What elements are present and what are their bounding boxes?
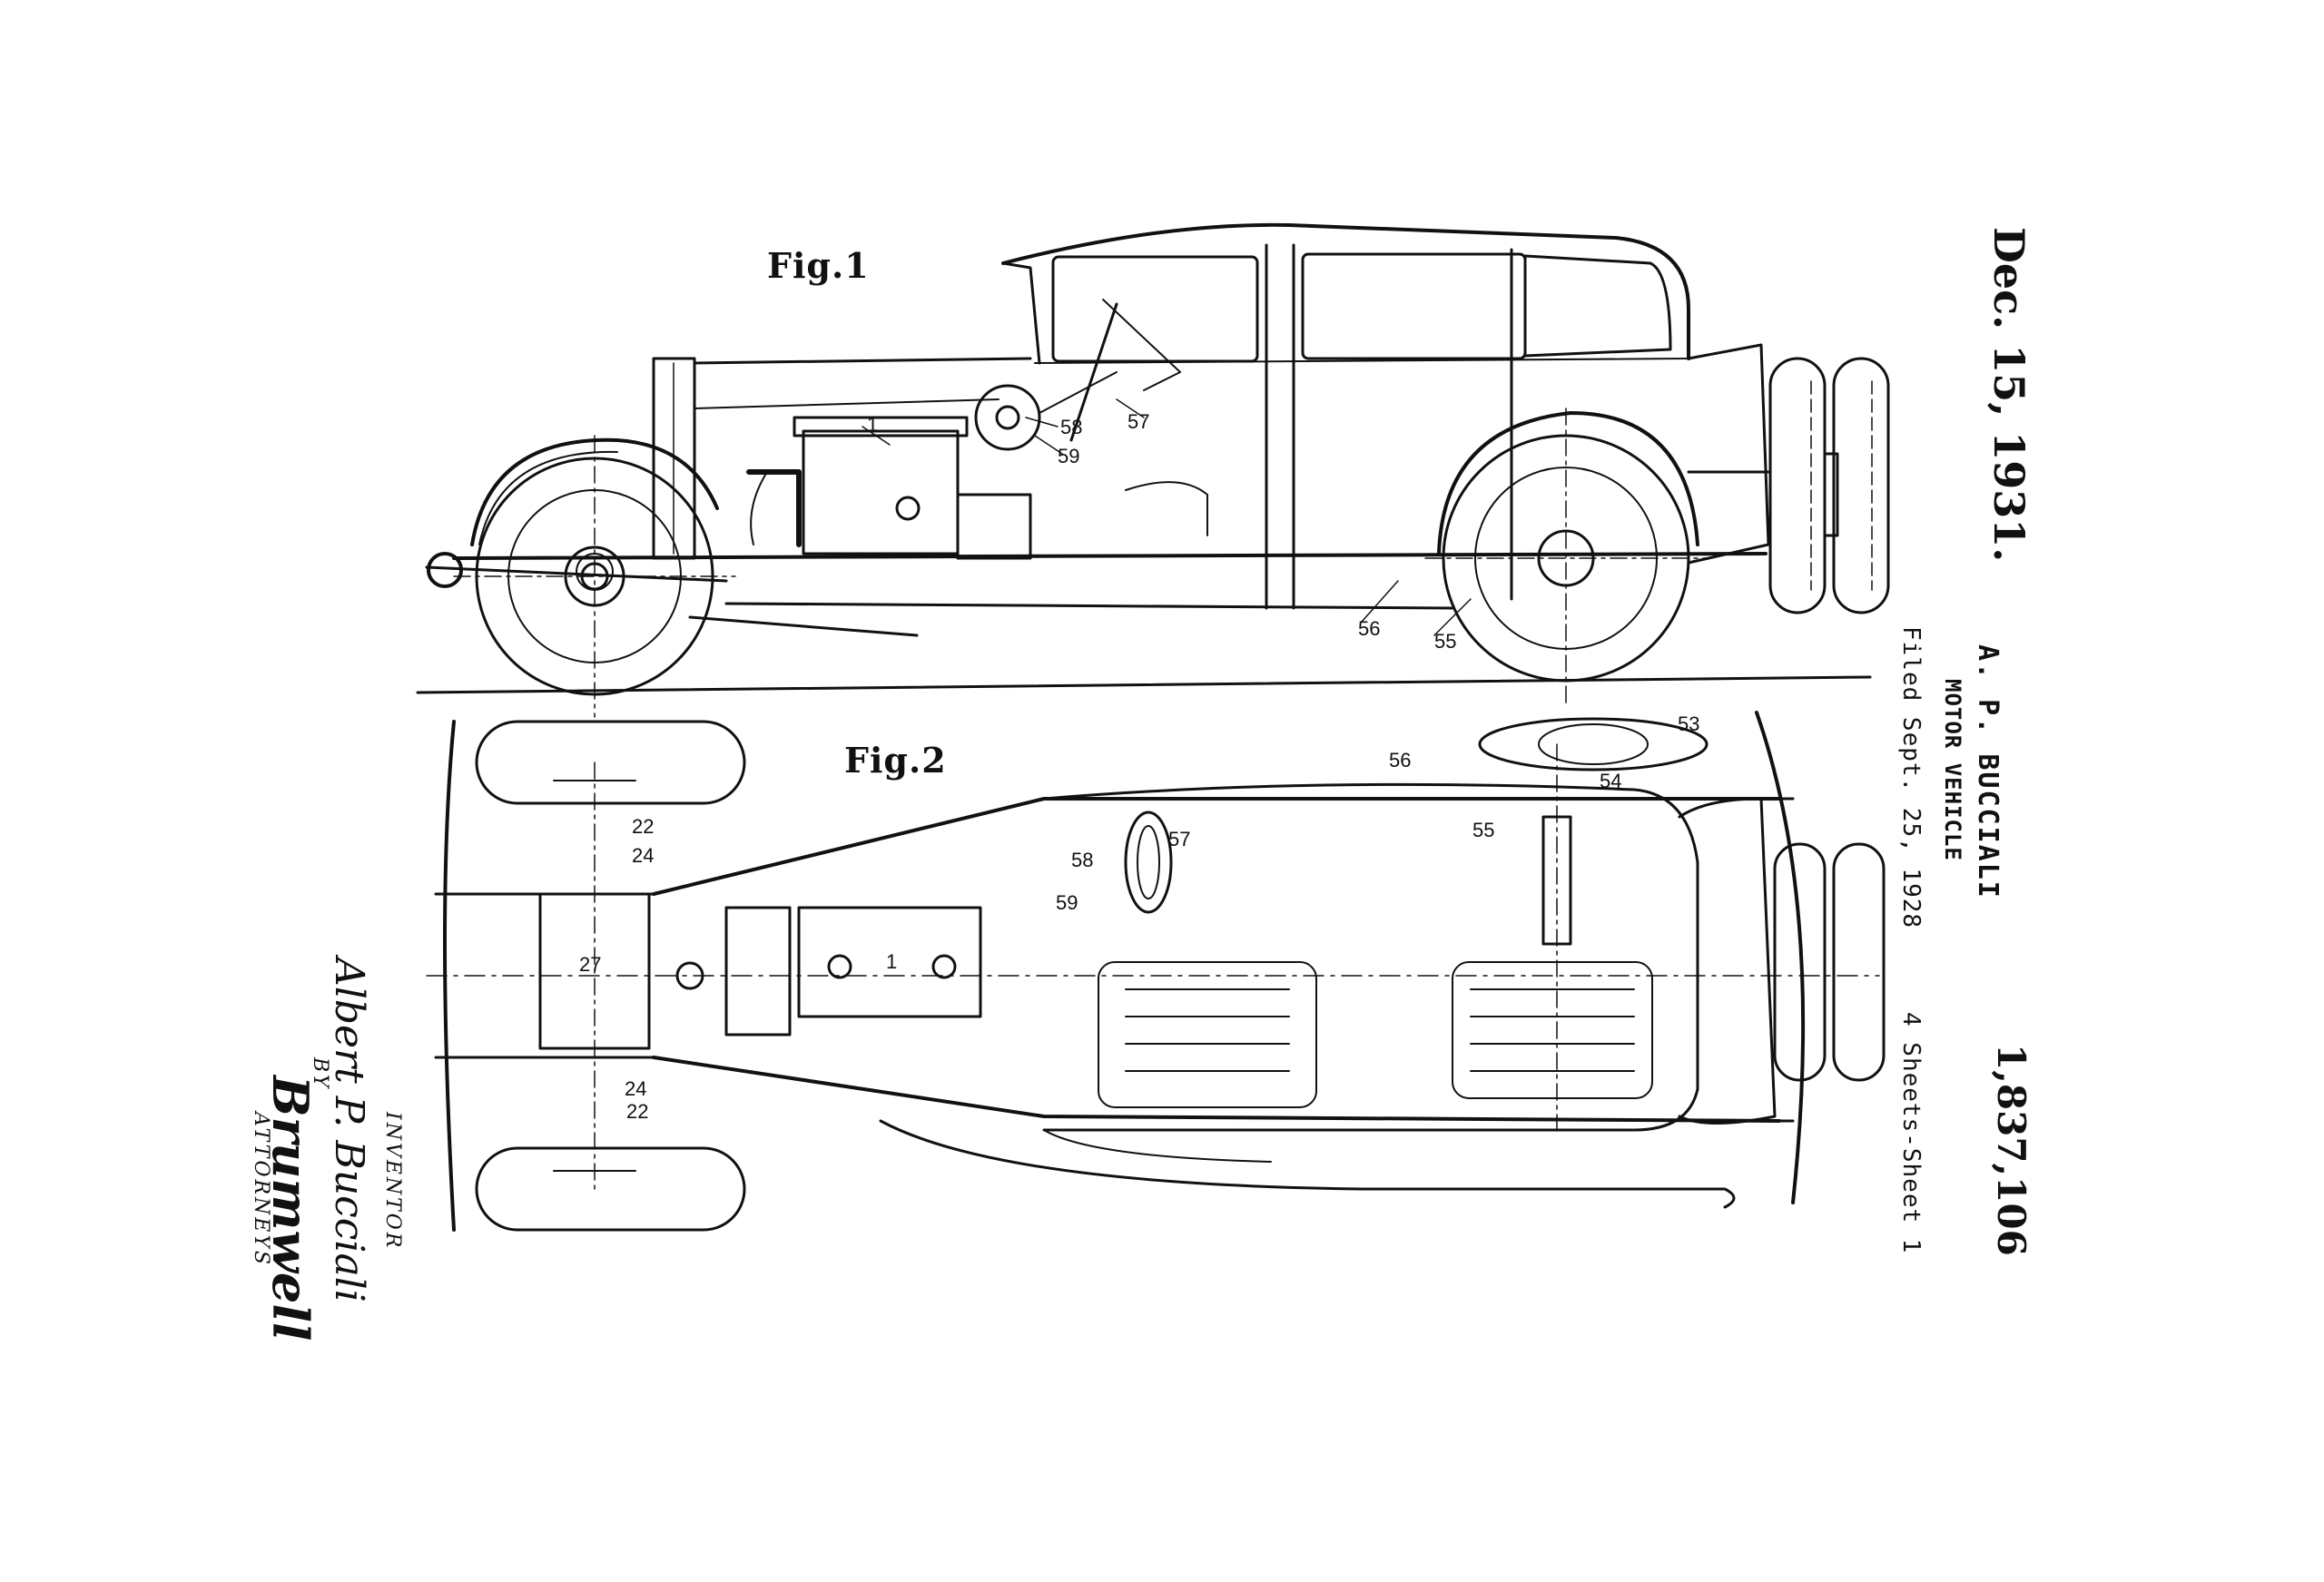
fig2-plan-view [426,711,1886,1232]
fig2-ref-59: 59 [1056,891,1078,914]
spare-wheels-side [1768,357,1890,614]
fig1-ref-57: 57 [1128,410,1150,433]
fig2-ref-24-bottom: 24 [625,1077,647,1100]
attorneys-label: ATTORNEYS [250,1112,272,1267]
front-wheel-side [453,435,736,718]
fig2-ref-1: 1 [886,950,898,973]
patent-inventor: A. P. BUCCIALI [1972,644,2004,899]
fig2-ref-24-top: 24 [632,844,655,867]
patent-number: 1,837,106 [1989,1044,2034,1256]
hood-engine-side [425,357,1118,637]
fig2-ref-57: 57 [1168,828,1191,850]
fig2-ref-22-top: 22 [632,815,655,838]
patent-date: Dec. 15, 1931. [1984,227,2034,563]
fig2-ref-56: 56 [1389,749,1412,771]
fig1-ref-1: 1 [867,413,879,436]
fig2-ref-58: 58 [1071,849,1094,871]
car-body-side [452,222,1770,610]
fig1-ref-56: 56 [1358,617,1381,640]
seats-plan [1098,961,1653,1108]
inventor-signature: Albert P. Bucciali [326,958,372,1302]
fig1-label: Fig.1 [767,245,870,286]
front-right-wheel-plan [475,1146,746,1232]
patent-title: MOTOR VEHICLE [1940,679,1965,861]
fig2-ref-22-bottom: 22 [626,1100,649,1123]
fig1-ref-58: 58 [1060,416,1083,438]
fig2-ref-55: 55 [1472,819,1495,841]
fig1-ref-59: 59 [1058,445,1080,467]
front-left-wheel-plan [475,720,746,805]
fig2-ref-54: 54 [1600,770,1622,792]
patent-sheets: 4 Sheets-Sheet 1 [1897,1012,1925,1254]
patent-filed-date: Filed Sept. 25, 1928 [1897,626,1925,929]
inventor-label: INVENTOR [381,1112,404,1251]
fig1-side-view [416,222,1890,718]
fig2-ref-53: 53 [1678,712,1700,735]
fig1-ref-55: 55 [1434,630,1457,653]
fig2-label: Fig.2 [844,740,947,781]
fig1-leaders [862,398,1472,636]
fig2-ref-27: 27 [579,953,602,976]
